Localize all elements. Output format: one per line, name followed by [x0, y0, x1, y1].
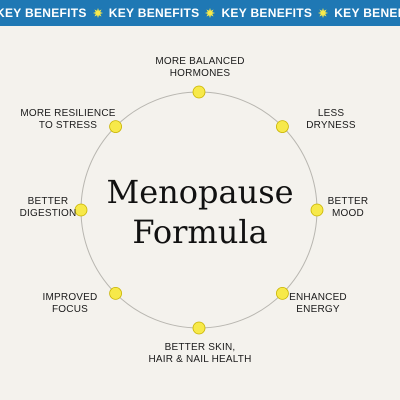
benefit-label-line-1: LESS	[317, 108, 345, 119]
benefit-label-line-1: MORE BALANCED	[155, 56, 245, 67]
key-benefits-banner: KEY BENEFITS KEY BENEFITS KEY BENEFITS KEY …	[0, 0, 400, 26]
sunburst-icon	[92, 8, 103, 18]
benefit-dot	[109, 286, 122, 300]
banner-text: KEY BENEFITS	[221, 6, 313, 20]
benefit-label-line-2: FOCUS	[52, 304, 88, 315]
benefit-label-line-2: MOOD	[332, 208, 364, 219]
benefit-dot	[275, 120, 289, 133]
banner-track: KEY BENEFITS KEY BENEFITS KEY BENEFITS KEY …	[0, 6, 400, 20]
banner-text: KEY BENEFITS	[0, 6, 87, 20]
benefit-label-line-1: BETTER	[327, 196, 369, 207]
benefit-dot	[192, 321, 206, 335]
page-title: Menopause Formula	[100, 172, 300, 252]
sunburst-icon	[318, 8, 329, 18]
benefit-label-line-1: BETTER	[27, 196, 69, 207]
benefit-label-line-2: ENERGY	[296, 304, 340, 315]
benefit-dot	[192, 85, 206, 99]
benefit-label-line-2: DIGESTION	[19, 208, 77, 219]
sunburst-icon	[205, 8, 216, 18]
benefit-dot	[74, 203, 88, 217]
benefit-dot	[310, 203, 324, 217]
banner-text: KEY BENEFITS	[108, 6, 200, 20]
benefit-label-line-1: MORE RESILIENCE	[20, 108, 116, 119]
benefit-label-line-2: HAIR & NAIL HEALTH	[148, 354, 252, 365]
benefit-label-line-2: DRYNESS	[306, 120, 356, 131]
benefit-label-line-2: HORMONES	[169, 68, 231, 79]
benefit-label-line-1: ENHANCED	[289, 292, 347, 303]
banner-text: KEY BENEFITS	[334, 6, 400, 20]
benefit-dot	[109, 120, 122, 133]
benefit-dot	[275, 286, 289, 300]
benefit-label-line-1: IMPROVED	[42, 292, 98, 303]
title-line-1: Menopause	[106, 173, 294, 211]
title-line-2: Formula	[132, 213, 268, 251]
benefit-label-line-1: BETTER SKIN,	[164, 342, 236, 353]
benefit-label: BETTER SKIN,HAIR & NAIL HEALTH	[130, 342, 270, 366]
benefit-label-line-2: TO STRESS	[38, 120, 98, 131]
